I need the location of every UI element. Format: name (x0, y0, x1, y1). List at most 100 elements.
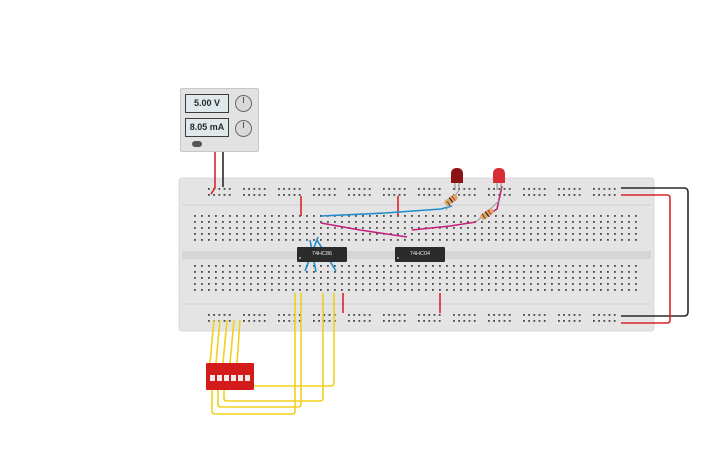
led-on[interactable] (493, 168, 505, 190)
breadboard-hole[interactable] (607, 277, 609, 279)
breadboard-hole[interactable] (313, 289, 315, 291)
breadboard-hole[interactable] (558, 188, 560, 190)
breadboard-hole[interactable] (404, 283, 406, 285)
breadboard-hole[interactable] (288, 194, 291, 196)
breadboard-hole[interactable] (355, 227, 357, 229)
breadboard-hole[interactable] (573, 194, 576, 196)
breadboard-hole[interactable] (358, 320, 361, 322)
breadboard-hole[interactable] (376, 239, 378, 241)
breadboard-hole[interactable] (621, 215, 623, 217)
breadboard-hole[interactable] (453, 188, 455, 190)
breadboard-hole[interactable] (537, 289, 539, 291)
breadboard-hole[interactable] (439, 239, 441, 241)
breadboard-hole[interactable] (438, 314, 441, 316)
breadboard-hole[interactable] (208, 283, 210, 285)
breadboard-hole[interactable] (516, 289, 518, 291)
breadboard-hole[interactable] (493, 188, 495, 190)
breadboard-hole[interactable] (530, 239, 532, 241)
breadboard-hole[interactable] (572, 239, 574, 241)
breadboard-hole[interactable] (418, 233, 420, 235)
breadboard-hole[interactable] (292, 239, 294, 241)
breadboard-hole[interactable] (306, 215, 308, 217)
breadboard-hole[interactable] (358, 194, 361, 196)
breadboard-hole[interactable] (404, 233, 406, 235)
breadboard-hole[interactable] (348, 289, 350, 291)
breadboard-hole[interactable] (565, 233, 567, 235)
breadboard-hole[interactable] (568, 194, 571, 196)
breadboard-hole[interactable] (257, 283, 259, 285)
breadboard-hole[interactable] (453, 233, 455, 235)
breadboard-hole[interactable] (292, 277, 294, 279)
breadboard-hole[interactable] (362, 277, 364, 279)
breadboard-hole[interactable] (488, 233, 490, 235)
breadboard-hole[interactable] (278, 314, 280, 316)
breadboard-hole[interactable] (243, 320, 245, 322)
breadboard-hole[interactable] (376, 221, 378, 223)
breadboard-hole[interactable] (418, 239, 420, 241)
breadboard-hole[interactable] (201, 271, 203, 273)
breadboard-hole[interactable] (572, 221, 574, 223)
breadboard-hole[interactable] (598, 320, 600, 322)
breadboard-hole[interactable] (460, 221, 462, 223)
breadboard-hole[interactable] (607, 227, 609, 229)
breadboard-hole[interactable] (608, 320, 611, 322)
breadboard-hole[interactable] (593, 239, 595, 241)
breadboard-hole[interactable] (306, 221, 308, 223)
breadboard-hole[interactable] (390, 221, 392, 223)
breadboard-hole[interactable] (439, 215, 441, 217)
breadboard-hole[interactable] (362, 227, 364, 229)
breadboard-hole[interactable] (474, 271, 476, 273)
breadboard-hole[interactable] (271, 221, 273, 223)
breadboard-hole[interactable] (481, 239, 483, 241)
breadboard-hole[interactable] (428, 188, 431, 190)
breadboard-hole[interactable] (460, 227, 462, 229)
breadboard-hole[interactable] (600, 289, 602, 291)
breadboard-hole[interactable] (613, 188, 616, 190)
breadboard-hole[interactable] (614, 221, 616, 223)
breadboard-hole[interactable] (355, 215, 357, 217)
breadboard-hole[interactable] (376, 227, 378, 229)
breadboard-hole[interactable] (243, 289, 245, 291)
breadboard-hole[interactable] (523, 227, 525, 229)
breadboard-hole[interactable] (283, 314, 285, 316)
breadboard-hole[interactable] (621, 277, 623, 279)
breadboard-hole[interactable] (635, 215, 637, 217)
breadboard-hole[interactable] (403, 194, 406, 196)
breadboard-hole[interactable] (418, 289, 420, 291)
breadboard-hole[interactable] (502, 283, 504, 285)
breadboard-hole[interactable] (243, 265, 245, 267)
breadboard-hole[interactable] (369, 283, 371, 285)
breadboard-hole[interactable] (439, 271, 441, 273)
breadboard-hole[interactable] (201, 233, 203, 235)
breadboard-hole[interactable] (463, 188, 466, 190)
breadboard-hole[interactable] (481, 271, 483, 273)
breadboard-hole[interactable] (498, 314, 501, 316)
breadboard-hole[interactable] (215, 239, 217, 241)
breadboard-hole[interactable] (208, 265, 210, 267)
breadboard-hole[interactable] (397, 239, 399, 241)
breadboard-hole[interactable] (278, 194, 280, 196)
breadboard-hole[interactable] (598, 188, 600, 190)
breadboard-hole[interactable] (467, 289, 469, 291)
breadboard-hole[interactable] (250, 271, 252, 273)
breadboard-hole[interactable] (376, 289, 378, 291)
breadboard-hole[interactable] (551, 221, 553, 223)
breadboard-hole[interactable] (264, 283, 266, 285)
breadboard-hole[interactable] (593, 194, 595, 196)
breadboard-hole[interactable] (481, 227, 483, 229)
breadboard-hole[interactable] (614, 283, 616, 285)
breadboard-hole[interactable] (579, 215, 581, 217)
breadboard-hole[interactable] (509, 215, 511, 217)
breadboard-hole[interactable] (293, 188, 296, 190)
breadboard-hole[interactable] (388, 188, 390, 190)
breadboard-hole[interactable] (418, 314, 420, 316)
breadboard-hole[interactable] (215, 215, 217, 217)
breadboard-hole[interactable] (393, 314, 396, 316)
breadboard-hole[interactable] (328, 194, 331, 196)
breadboard-hole[interactable] (313, 227, 315, 229)
breadboard-hole[interactable] (253, 188, 256, 190)
breadboard-hole[interactable] (250, 233, 252, 235)
breadboard-hole[interactable] (635, 233, 637, 235)
breadboard-hole[interactable] (243, 194, 245, 196)
breadboard-hole[interactable] (215, 227, 217, 229)
